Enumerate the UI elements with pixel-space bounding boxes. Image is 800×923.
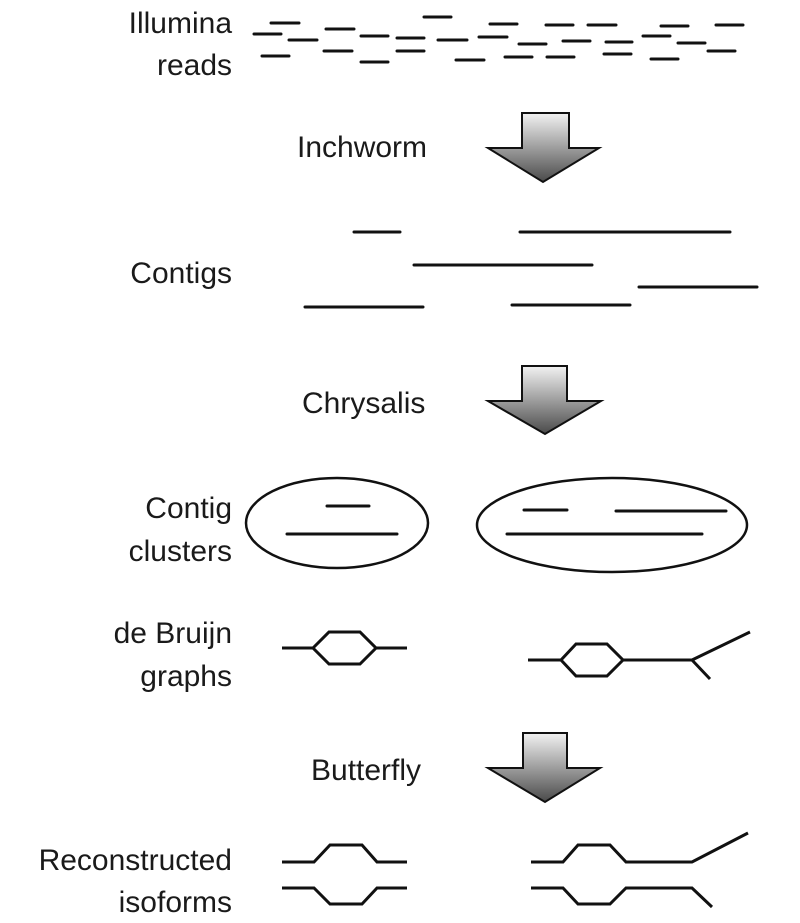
label-reads: reads	[157, 49, 232, 82]
contigs	[303, 230, 759, 309]
label-graphs: graphs	[140, 660, 232, 693]
down-arrow-icon-chrysalis	[484, 365, 605, 436]
step-label-inchworm: Inchworm	[297, 131, 427, 164]
label-clusters: clusters	[129, 535, 232, 568]
isoform	[282, 843, 407, 864]
graph-edges	[282, 630, 407, 666]
isoform-pair-2	[531, 831, 749, 909]
stage-label-isoforms: Reconstructed isoforms	[39, 844, 232, 919]
label-contigs: Contigs	[130, 257, 232, 290]
cluster-ellipse	[475, 476, 749, 574]
isoform	[531, 886, 714, 909]
stage-label-clusters: Contig clusters	[129, 492, 232, 568]
label-illumina: Illumina	[129, 7, 233, 40]
contig-cluster-1	[244, 476, 430, 570]
cluster-ellipse	[244, 476, 430, 570]
label-isoforms: isoforms	[119, 886, 232, 919]
de-bruijn-graph-2	[528, 630, 751, 681]
label-de-bruijn: de Bruijn	[114, 617, 232, 650]
label-contig: Contig	[145, 492, 232, 525]
step-label-butterfly: Butterfly	[311, 754, 421, 787]
graph-edges	[528, 630, 751, 681]
label-reconstructed: Reconstructed	[39, 844, 232, 877]
stage-label-graphs: de Bruijn graphs	[114, 617, 232, 693]
contig-cluster-2	[475, 476, 749, 574]
isoform	[282, 886, 407, 906]
stage-label-reads: Illumina reads	[129, 7, 233, 82]
isoform	[531, 831, 749, 864]
down-arrow-icon-butterfly	[484, 732, 604, 804]
step-label-chrysalis: Chrysalis	[302, 387, 425, 420]
illumina-reads	[252, 15, 745, 64]
down-arrow-icon-inchworm	[484, 112, 603, 184]
de-bruijn-graph-1	[282, 630, 407, 666]
stage-label-contigs: Contigs	[130, 257, 232, 290]
isoform-pair-1	[282, 843, 407, 906]
